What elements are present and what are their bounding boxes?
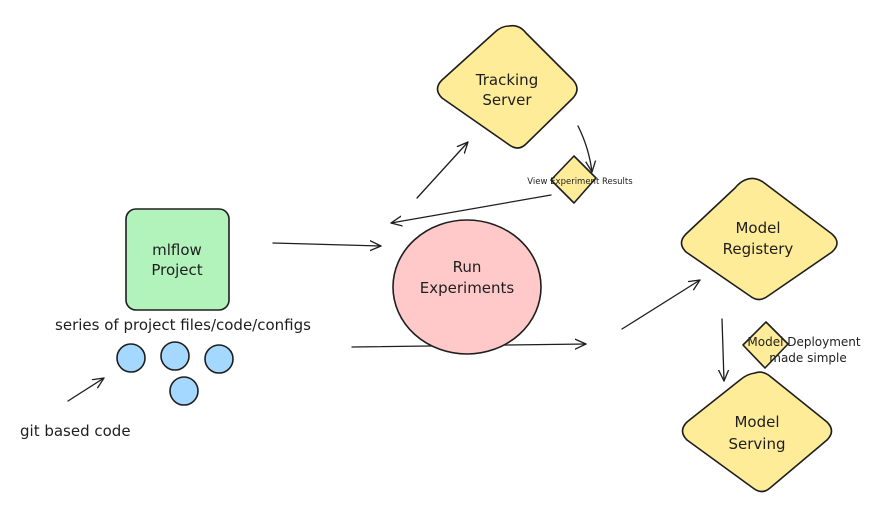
model-serving-diamond <box>681 371 833 493</box>
project-file-circle <box>160 341 190 371</box>
registry-to-serving-arrow <box>722 318 724 382</box>
run-experiments-circle <box>392 219 542 355</box>
project-file-circle <box>204 344 234 374</box>
tracking-server-diamond <box>436 24 578 149</box>
mlflow-project-node: mlflow Project <box>125 208 230 311</box>
mlflow-project-label-line2: Project <box>151 261 202 279</box>
model-serving-node: Model Serving <box>681 371 833 493</box>
tracking-server-label-line1: Tracking <box>475 71 538 89</box>
model-serving-label-line1: Model <box>734 413 779 431</box>
project-to-run-arrow <box>272 243 382 246</box>
model-registry-node: Model Registery <box>680 177 838 301</box>
model-deployment-node: Model Deployment made simple <box>742 321 861 369</box>
tracking-server-node: Tracking Server <box>436 24 578 149</box>
run-experiments-label-line1: Run <box>453 258 482 276</box>
results-to-run-arrow <box>390 194 552 223</box>
run-experiments-node: Run Experiments <box>392 219 542 355</box>
view-results-diamond <box>550 155 597 204</box>
model-serving-label-line2: Serving <box>729 435 786 453</box>
run-experiments-label-line2: Experiments <box>420 279 515 297</box>
project-files-caption: series of project files/code/configs <box>55 316 311 334</box>
run-to-registry-arrow <box>621 279 701 330</box>
model-registry-diamond <box>680 177 838 301</box>
git-based-code-label: git based code <box>20 422 131 440</box>
project-file-circle <box>116 343 146 373</box>
project-file-circle <box>169 376 199 406</box>
model-registry-label-line1: Model <box>735 219 780 237</box>
mlflow-project-label-line1: mlflow <box>152 241 202 259</box>
view-results-node: View Experiment Results <box>527 155 633 204</box>
model-deployment-label-line1: Model Deployment <box>747 335 861 349</box>
tracking-to-results-arrow <box>577 125 592 173</box>
model-deployment-diamond <box>742 321 789 369</box>
tracking-server-label-line2: Server <box>482 91 532 109</box>
project-files-cluster <box>116 341 234 406</box>
run-to-tracking-arrow <box>416 141 469 199</box>
model-registry-label-line2: Registery <box>723 240 794 258</box>
git-arrow <box>67 377 105 402</box>
view-results-label: View Experiment Results <box>527 177 633 187</box>
model-deployment-label-line2: made simple <box>769 351 846 365</box>
mlflow-project-box <box>125 208 230 311</box>
